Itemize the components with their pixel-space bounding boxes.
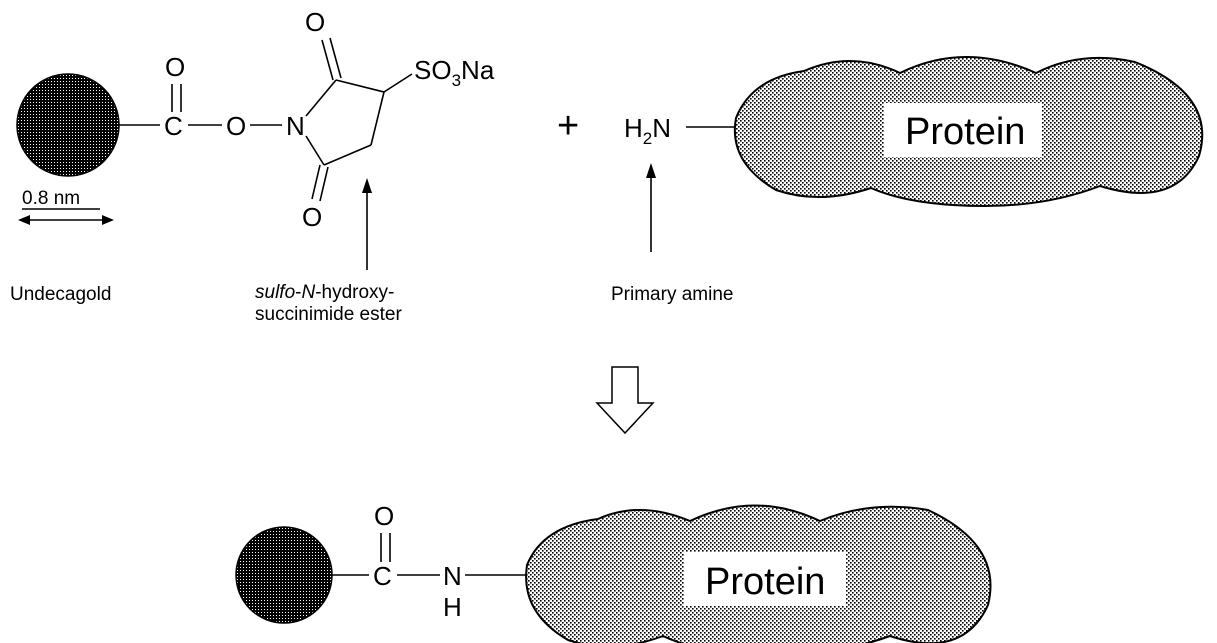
gold-cluster [16, 73, 120, 177]
ring-nitrogen: N [286, 111, 305, 141]
product-carbonyl-oxygen: O [374, 501, 394, 531]
undecagold-label: Undecagold [10, 284, 111, 305]
bond-c-sulfonate [383, 73, 413, 93]
protein-label-top: Protein [905, 111, 1025, 153]
ring-co-bottom-1 [311, 164, 321, 200]
ester-oxygen: O [226, 111, 246, 141]
amine-label: Primary amine [611, 284, 733, 305]
protein-label-bg-top [884, 103, 1042, 157]
protein-label-bg-bottom [684, 552, 846, 606]
protein-label-bottom: Protein [705, 561, 825, 603]
ring-co-top-1 [321, 39, 334, 81]
sulfonate-group: SO3Na [414, 55, 495, 90]
ring-co-top-2 [329, 37, 342, 79]
amine-protein-reactant: H2N Protein [624, 56, 1204, 252]
scale-bar: 0.8 nm [18, 188, 114, 225]
scale-arrowhead-left [18, 215, 30, 225]
gold-cluster-product [235, 526, 333, 624]
ester-carbonyl-oxygen: O [165, 52, 185, 82]
product-carbonyl-carbon: C [373, 561, 392, 591]
ester-label-line1: sulfo-N-hydroxy- [255, 282, 394, 303]
undecagold-reactant [16, 73, 160, 177]
amide-hydrogen: H [443, 592, 462, 622]
ring-co-bottom-2 [319, 166, 329, 202]
nhs-ester: O C O N O O SO3Na [164, 7, 495, 270]
scale-arrowhead-right [102, 215, 114, 225]
ring-c3-c4 [323, 144, 372, 166]
amine-pointer-head [646, 163, 656, 178]
ring-oxygen-top: O [305, 7, 325, 37]
amine-group: H2N [624, 113, 671, 148]
reaction-arrow [595, 366, 655, 435]
ring-c4-n [305, 135, 325, 166]
scale-label: 0.8 nm [22, 188, 80, 209]
ester-pointer-head [362, 178, 372, 193]
ester-label-line2: succinimide ester [255, 304, 402, 325]
ester-carbonyl-carbon: C [164, 111, 183, 141]
plus-sign: + [557, 105, 579, 147]
ring-c1-c2 [335, 79, 385, 93]
product: O C N H Protein [235, 501, 992, 643]
amide-nitrogen: N [443, 561, 462, 591]
ring-c2-c3 [370, 91, 385, 146]
ring-oxygen-bottom: O [302, 202, 322, 232]
ring-n-c1 [305, 79, 337, 117]
